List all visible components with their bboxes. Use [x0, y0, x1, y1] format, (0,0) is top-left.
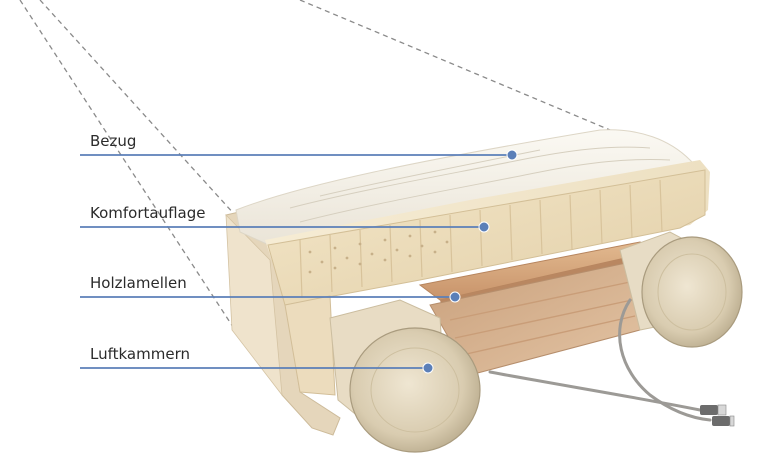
foam-perforations	[308, 230, 449, 274]
dot-marker	[422, 362, 434, 374]
dot-marker	[506, 149, 518, 161]
hose-connector-icon	[700, 404, 735, 427]
side-foam-panel	[284, 295, 336, 396]
dashed-outline	[19, 0, 611, 331]
dot-marker	[478, 221, 490, 233]
label-holzlamellen: Holzlamellen	[90, 274, 187, 292]
leader-lines	[80, 154, 512, 369]
air-hoses	[488, 298, 712, 422]
cover-layer	[235, 129, 702, 251]
foam-ribs	[299, 179, 663, 299]
label-luftkammern: Luftkammern	[90, 345, 190, 363]
air-chamber-right	[641, 236, 743, 348]
air-chamber-left	[349, 327, 481, 453]
label-bezug: Bezug	[90, 132, 137, 150]
dot-marker	[449, 291, 461, 303]
leader-dots	[422, 149, 518, 374]
label-komfortauflage: Komfortauflage	[90, 204, 206, 222]
